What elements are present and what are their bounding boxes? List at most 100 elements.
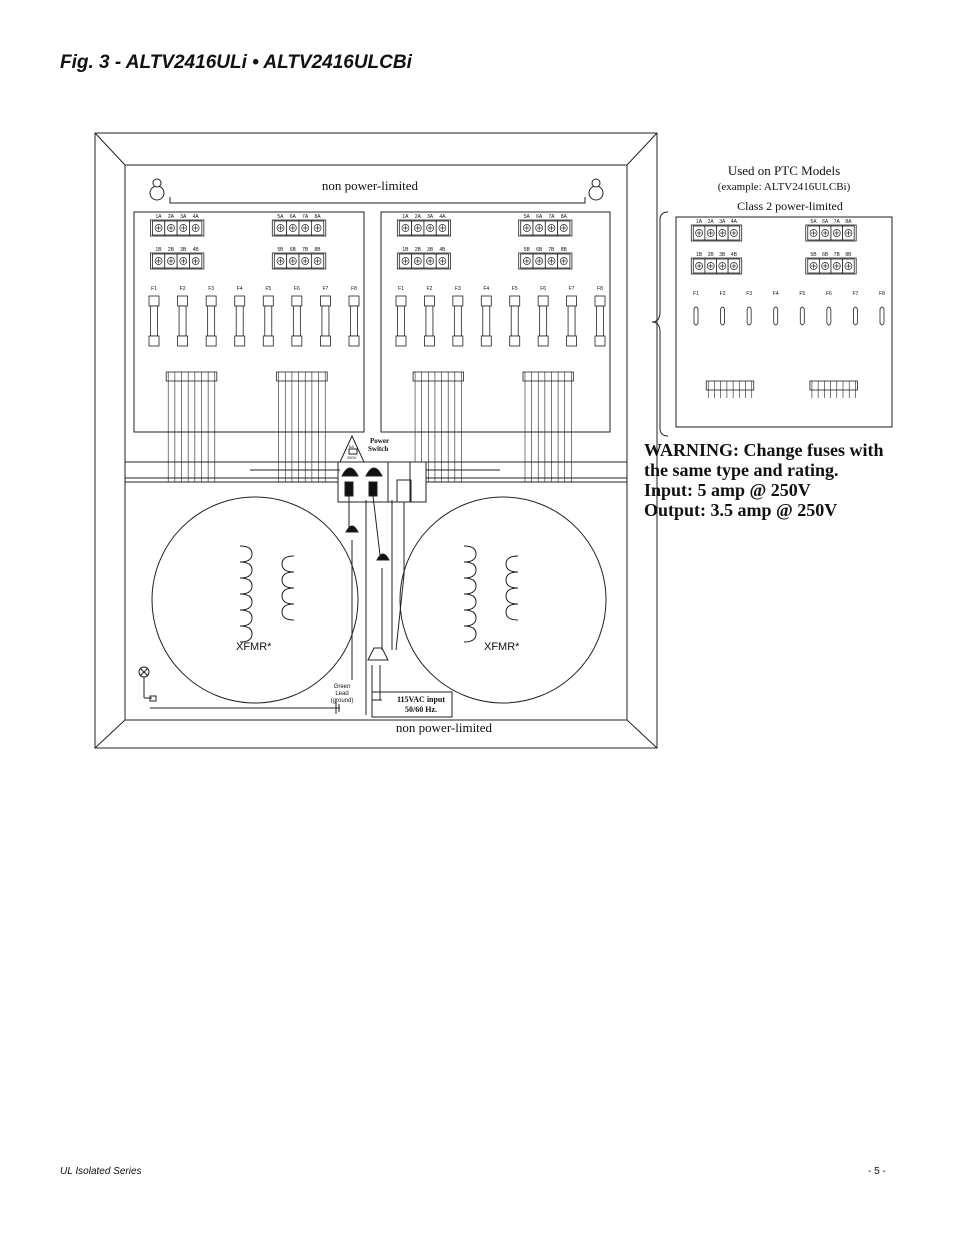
terminal-label: 2B — [415, 247, 422, 253]
input-label-1: 115VAC input — [397, 695, 445, 704]
keyhole-mount-right — [588, 178, 604, 201]
terminal-label: 4A — [439, 214, 446, 220]
fuse-clip — [509, 295, 521, 307]
terminal-block-frame — [805, 224, 857, 242]
terminal-label: 8A — [315, 214, 322, 220]
terminal-screw — [522, 257, 531, 265]
terminal-screw — [426, 224, 434, 232]
terminal-screw — [401, 257, 410, 265]
terminal-screw — [706, 229, 715, 237]
fuse-clip — [348, 335, 360, 347]
connector — [522, 371, 574, 382]
fuse-clip — [205, 295, 217, 307]
ptc-fuse — [693, 306, 699, 326]
fuse — [264, 305, 273, 337]
terminal-label: 7A — [548, 214, 555, 220]
fuse-clip — [234, 295, 246, 307]
fuse — [453, 305, 462, 337]
terminal-label: 6B — [822, 252, 829, 258]
terminal-label: 7B — [302, 247, 309, 253]
terminal-label: 5B — [277, 247, 284, 253]
warning-line-3: Input: 5 amp @ 250V — [644, 480, 811, 500]
terminal-screw — [718, 262, 727, 270]
terminal-label: 1A — [402, 214, 409, 220]
fuse-label: F8 — [351, 286, 357, 292]
fuse-label: F2 — [427, 286, 433, 292]
ptc-fuse — [746, 306, 752, 326]
fuse-clip — [205, 335, 217, 347]
terminal-screw — [535, 224, 544, 232]
terminal-label: 8A — [561, 214, 568, 220]
connector — [276, 371, 328, 382]
terminal-screw — [301, 257, 310, 265]
terminal-label: 1B — [696, 252, 703, 258]
fuse-rating-label-1: 5A — [349, 444, 354, 449]
board-outline — [675, 216, 893, 428]
terminal-block-frame — [518, 252, 573, 270]
fuse-clip — [480, 295, 492, 307]
label-non-power-limited-top: non power-limited — [322, 178, 419, 193]
terminal-label: 6A — [822, 219, 829, 225]
terminal-label: 8B — [561, 247, 568, 253]
terminal-screw — [179, 224, 188, 232]
fuse — [178, 305, 187, 337]
fuse-clip — [424, 295, 435, 307]
fuse-label: F3 — [746, 291, 752, 297]
terminal-block-frame — [690, 257, 743, 275]
fuse-label: F7 — [323, 286, 329, 292]
connector — [705, 380, 755, 391]
ptc-fuse — [720, 306, 725, 326]
fuse — [321, 305, 330, 337]
green-lead-label-3: (ground) — [331, 698, 354, 704]
fuse-clip — [424, 335, 435, 347]
terminal-screw — [821, 229, 830, 237]
terminal-screw — [730, 262, 738, 270]
terminal-block-frame — [271, 219, 327, 237]
footer-page-number: - 5 - — [868, 1166, 886, 1177]
fuse-label: F6 — [826, 291, 832, 297]
terminal-screw — [401, 224, 410, 232]
fuse — [539, 305, 548, 337]
fuse-clip — [594, 295, 606, 307]
xfmr-label-right: XFMR* — [484, 641, 520, 653]
terminal-screw — [301, 224, 310, 232]
fuse-clip — [452, 335, 464, 347]
terminal-label: 3A — [719, 219, 726, 225]
fuse — [150, 305, 158, 337]
terminal-block-frame — [149, 252, 205, 270]
terminal-block-frame — [149, 219, 205, 237]
terminal-screw — [167, 224, 175, 232]
terminal-label: 1A — [696, 219, 703, 225]
ptc-fuse — [853, 306, 858, 326]
power-switch-label-1: Power — [370, 437, 389, 445]
terminal-screw — [438, 224, 447, 232]
fuse-clip — [291, 335, 303, 347]
terminal-label: 4A — [193, 214, 200, 220]
terminal-screw — [191, 224, 200, 232]
fuse-rating-label-2: 250V — [347, 455, 357, 460]
fuse-label: F8 — [879, 291, 885, 297]
terminal-label: 7A — [834, 219, 841, 225]
power-switch-assembly — [250, 434, 500, 715]
input-label-box — [371, 691, 453, 718]
fuse — [567, 305, 576, 337]
terminal-label: 7B — [548, 247, 555, 253]
terminal-label: 3B — [719, 252, 726, 258]
fuse-clip — [291, 295, 303, 307]
fuse-clip — [234, 335, 246, 347]
ptc-fuse — [826, 306, 832, 326]
fuse-label: F5 — [512, 286, 518, 292]
ptc-fuse — [879, 306, 885, 326]
fuse-label: F2 — [180, 286, 186, 292]
terminal-screw — [167, 257, 175, 265]
terminal-screw — [832, 229, 841, 237]
terminal-screw — [695, 262, 703, 270]
terminal-screw — [154, 257, 163, 265]
terminal-screw — [191, 257, 200, 265]
terminal-label: 3A — [180, 214, 187, 220]
xfmr-label-left: XFMR* — [236, 641, 272, 653]
